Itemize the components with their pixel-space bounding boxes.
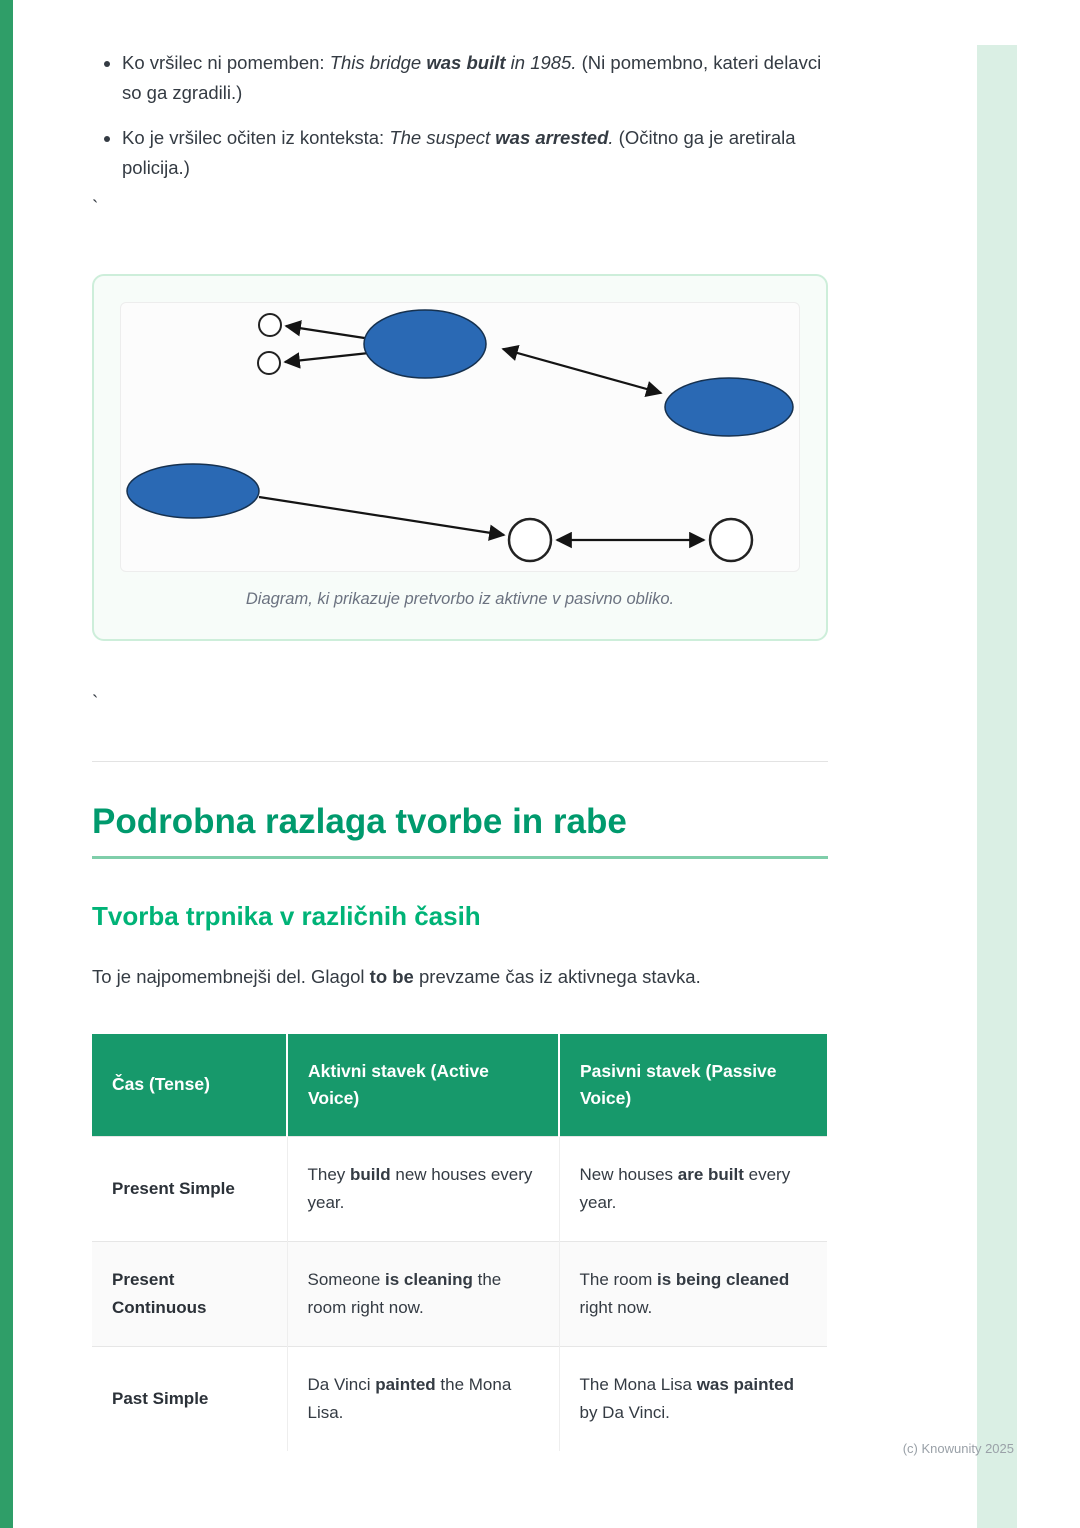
page-title: Podrobna razlaga tvorbe in rabe (92, 802, 627, 842)
table-header-passive: Pasivni stavek (Passive Voice) (558, 1033, 827, 1137)
intro-paragraph: To je najpomembnejši del. Glagol to be p… (92, 966, 701, 988)
page-left-accent-bar (0, 0, 13, 1528)
diagram-card: Diagram, ki prikazuje pretvorbo iz aktiv… (92, 274, 828, 642)
active-cell: They build new houses every year. (286, 1135, 559, 1242)
passive-cell: The room is being cleaned right now. (558, 1241, 827, 1347)
page-right-margin-stripe (977, 45, 1017, 1528)
passive-cell: New houses are built every year. (558, 1135, 827, 1242)
tense-cell: Present Simple (92, 1135, 287, 1242)
document-content: Ko vršilec ni pomemben: This bridge was … (92, 0, 828, 1452)
heading-underline (92, 856, 828, 860)
table-row: Past Simple Da Vinci painted the Mona Li… (92, 1346, 827, 1452)
section-divider (92, 761, 828, 763)
list-item: Ko je vršilec očiten iz konteksta: The s… (122, 123, 828, 182)
table-header-active: Aktivni stavek (Active Voice) (286, 1033, 559, 1137)
stray-backtick: ` (92, 198, 99, 220)
table-header-row: Čas (Tense) Aktivni stavek (Active Voice… (92, 1033, 827, 1137)
passive-voice-diagram (120, 302, 800, 573)
tense-table: Čas (Tense) Aktivni stavek (Active Voice… (92, 1033, 827, 1452)
list-item: Ko vršilec ni pomemben: This bridge was … (122, 48, 828, 107)
stray-backtick: ` (92, 693, 99, 715)
diagram-caption: Diagram, ki prikazuje pretvorbo iz aktiv… (245, 590, 675, 609)
active-cell: Someone is cleaning the room right now. (286, 1241, 559, 1347)
passive-cell: The Mona Lisa was painted by Da Vinci. (558, 1346, 827, 1452)
table-header-tense: Čas (Tense) (92, 1033, 287, 1137)
tense-table-body: Present Simple They build new houses eve… (92, 1135, 827, 1452)
usage-bullet-list: Ko vršilec ni pomemben: This bridge was … (92, 48, 828, 182)
tense-cell: Present Continuous (92, 1241, 287, 1347)
copyright-text: (c) Knowunity 2025 (902, 1441, 1014, 1456)
table-row: Present Simple They build new houses eve… (92, 1135, 827, 1242)
tense-cell: Past Simple (92, 1346, 287, 1452)
diagram-svg (126, 309, 794, 563)
active-cell: Da Vinci painted the Mona Lisa. (286, 1346, 559, 1452)
table-row: Present Continuous Someone is cleaning t… (92, 1241, 827, 1347)
section-subtitle: Tvorba trpnika v različnih časih (92, 901, 481, 932)
